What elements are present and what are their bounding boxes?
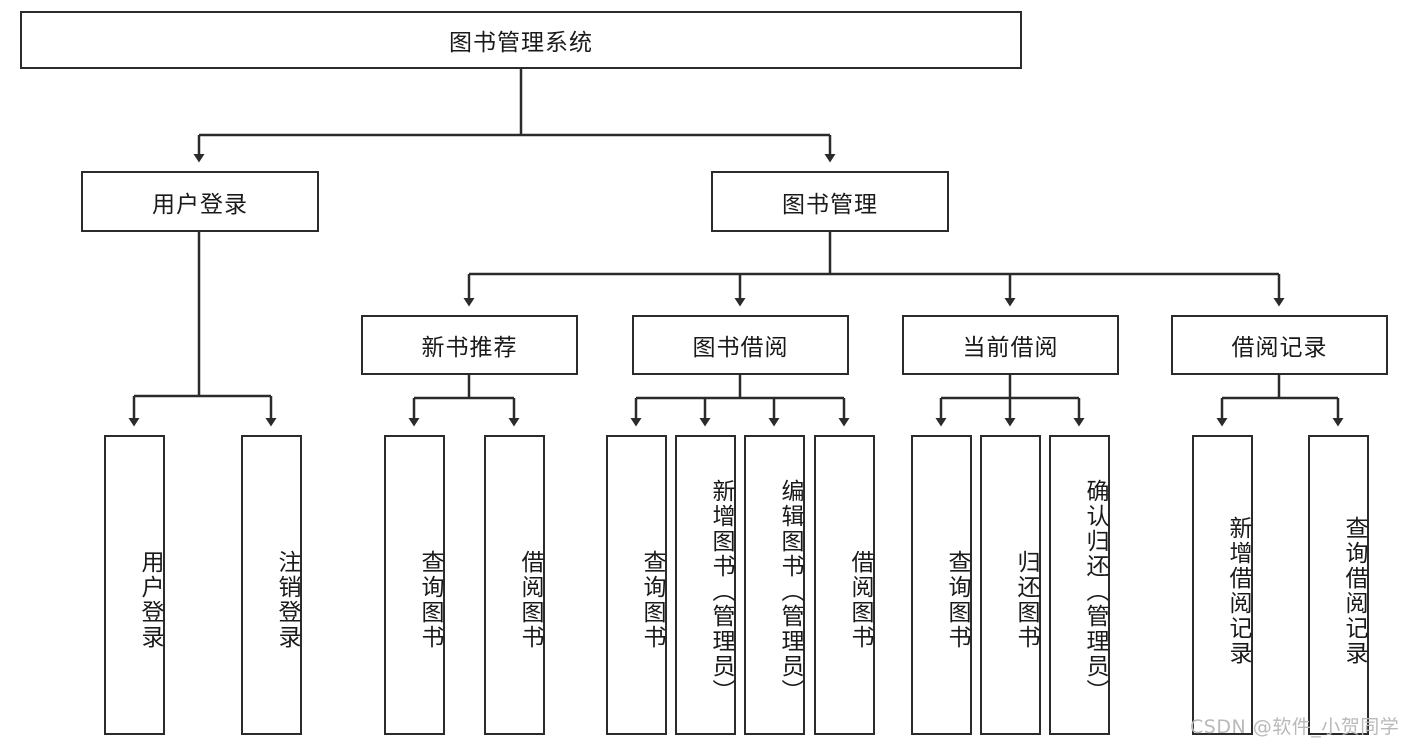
node-leaf-borrow-book-1[interactable]: 借阅图书 <box>484 435 545 735</box>
node-leaf-query-book-2-label: 查询图书 <box>639 550 665 650</box>
node-book-management-label: 图书管理 <box>782 191 878 218</box>
node-leaf-borrow-book-2-label: 借阅图书 <box>847 550 873 650</box>
node-leaf-borrow-book-1-label: 借阅图书 <box>517 550 543 650</box>
node-leaf-query-book-3[interactable]: 查询图书 <box>911 435 972 735</box>
node-leaf-add-book[interactable]: 新增图书（管理员） <box>675 435 736 735</box>
node-new-book-recommend[interactable]: 新书推荐 <box>361 315 578 375</box>
node-leaf-edit-book[interactable]: 编辑图书（管理员） <box>744 435 805 735</box>
node-user-login[interactable]: 用户登录 <box>81 171 319 232</box>
node-root[interactable]: 图书管理系统 <box>20 11 1022 69</box>
node-leaf-logout-label: 注销登录 <box>274 550 300 650</box>
node-leaf-query-book-2[interactable]: 查询图书 <box>606 435 667 735</box>
node-leaf-add-book-label: 新增图书（管理员） <box>708 478 734 704</box>
node-new-book-recommend-label: 新书推荐 <box>421 335 518 361</box>
node-book-borrow[interactable]: 图书借阅 <box>632 315 849 375</box>
node-leaf-query-record-label: 查询借阅记录 <box>1341 516 1367 666</box>
node-leaf-query-record[interactable]: 查询借阅记录 <box>1308 435 1369 735</box>
node-leaf-query-book-3-label: 查询图书 <box>944 550 970 650</box>
csdn-watermark: CSDN @软件_小贺同学 <box>1190 716 1400 738</box>
node-leaf-query-book-1[interactable]: 查询图书 <box>384 435 445 735</box>
node-borrow-record-label: 借阅记录 <box>1231 335 1328 361</box>
node-book-borrow-label: 图书借阅 <box>692 335 789 361</box>
node-leaf-return-book-label: 归还图书 <box>1013 550 1039 650</box>
node-leaf-add-record-label: 新增借阅记录 <box>1225 516 1251 666</box>
node-leaf-user-login[interactable]: 用户登录 <box>104 435 165 735</box>
node-leaf-edit-book-label: 编辑图书（管理员） <box>777 478 803 704</box>
node-leaf-confirm-return-label: 确认归还（管理员） <box>1082 478 1108 704</box>
node-user-login-label: 用户登录 <box>152 191 248 218</box>
node-leaf-return-book[interactable]: 归还图书 <box>980 435 1041 735</box>
node-leaf-confirm-return[interactable]: 确认归还（管理员） <box>1049 435 1110 735</box>
node-leaf-borrow-book-2[interactable]: 借阅图书 <box>814 435 875 735</box>
node-leaf-logout[interactable]: 注销登录 <box>241 435 302 735</box>
node-current-borrow[interactable]: 当前借阅 <box>902 315 1119 375</box>
node-leaf-add-record[interactable]: 新增借阅记录 <box>1192 435 1253 735</box>
node-current-borrow-label: 当前借阅 <box>962 335 1059 361</box>
node-root-label: 图书管理系统 <box>449 30 593 56</box>
node-leaf-query-book-1-label: 查询图书 <box>417 550 443 650</box>
node-leaf-user-login-label: 用户登录 <box>137 550 163 650</box>
node-book-management[interactable]: 图书管理 <box>711 171 949 232</box>
node-borrow-record[interactable]: 借阅记录 <box>1171 315 1388 375</box>
